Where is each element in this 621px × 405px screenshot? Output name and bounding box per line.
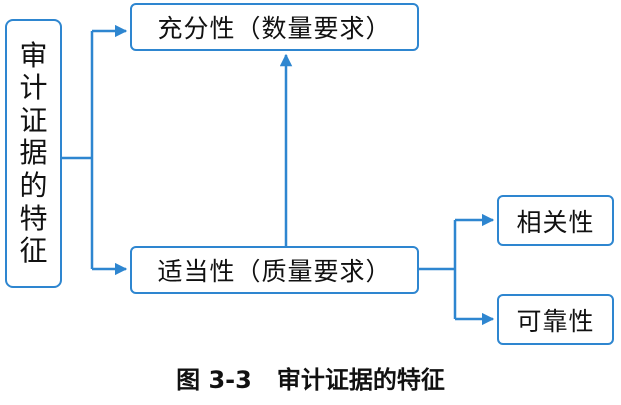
node-appropriateness: 适当性（质量要求） — [130, 246, 419, 294]
root-node-char: 征 — [19, 234, 48, 268]
root-node-char: 据 — [19, 136, 48, 170]
root-node-char: 特 — [19, 201, 48, 235]
node-sufficiency: 充分性（数量要求） — [130, 3, 419, 51]
node-relevance: 相关性 — [497, 195, 614, 246]
root-node-char: 审 — [19, 38, 48, 72]
figure-caption: 图 3-3 审计证据的特征 — [176, 365, 445, 394]
root-node-char: 计 — [19, 71, 48, 105]
node-relevance-label: 相关性 — [516, 207, 595, 237]
node-reliability: 可靠性 — [497, 294, 614, 345]
root-node-char: 的 — [19, 169, 48, 203]
node-reliability-label: 可靠性 — [516, 306, 595, 336]
root-node-label: 审 计 证 据 的 特 征 — [19, 38, 48, 268]
root-node-char: 证 — [19, 103, 48, 137]
node-appropriateness-label: 适当性（质量要求） — [157, 257, 392, 286]
root-node-audit-evidence-characteristics: 审 计 证 据 的 特 征 — [5, 19, 62, 288]
node-sufficiency-label: 充分性（数量要求） — [157, 14, 392, 43]
